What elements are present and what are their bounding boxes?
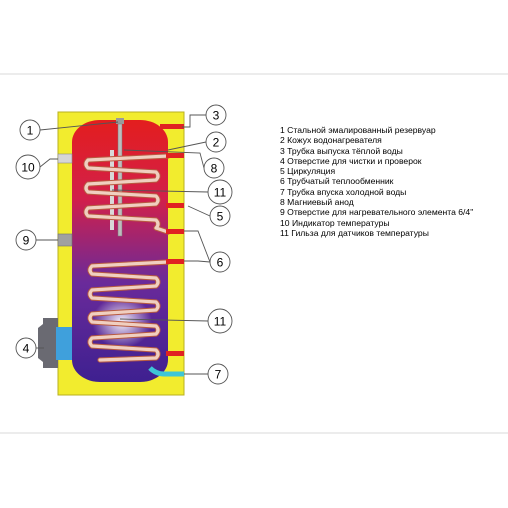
callout-6: 6 — [209, 251, 231, 273]
hot-water-pipe — [160, 124, 184, 129]
legend-item: 8 Магниевый анод — [280, 197, 354, 208]
heating-element-port — [57, 233, 73, 247]
legend-item: 4 Отверстие для чистки и проверок — [280, 155, 422, 166]
callout-9: 9 — [15, 229, 37, 251]
svg-text:11: 11 — [214, 315, 227, 329]
callout-11-upper: 11 — [207, 179, 233, 205]
callout-7: 7 — [207, 363, 229, 385]
cold-water-pipe — [148, 366, 184, 377]
coil-lower-outlet-pipe — [166, 351, 184, 356]
callout-8: 8 — [203, 157, 225, 179]
lower-heat-exchanger-coil — [87, 259, 171, 363]
svg-text:3: 3 — [213, 109, 220, 123]
svg-text:9: 9 — [23, 234, 30, 248]
svg-text:10: 10 — [21, 161, 35, 175]
coil-lower-inlet-pipe — [166, 259, 184, 264]
legend-item: 5 Циркуляция — [280, 166, 336, 177]
svg-text:11: 11 — [214, 186, 227, 200]
legend-item: 10 Индикатор температуры — [280, 217, 390, 228]
legend-item: 9 Отверстие для нагревательного элемента… — [280, 207, 474, 218]
svg-text:7: 7 — [215, 368, 222, 382]
callout-leaders — [36, 114, 211, 375]
inspection-flange — [56, 327, 72, 360]
svg-text:1: 1 — [27, 124, 34, 138]
svg-text:6: 6 — [217, 256, 224, 270]
legend-item: 1 Стальной эмалированный резервуар — [280, 125, 436, 135]
temperature-indicator — [57, 153, 73, 164]
upper-heat-exchanger-coil — [83, 153, 171, 235]
circulation-pipe — [166, 203, 184, 208]
callout-2: 2 — [205, 131, 227, 153]
callout-11-lower: 11 — [207, 308, 233, 334]
anode-cap — [116, 118, 124, 124]
coil-upper-outlet-pipe — [166, 229, 184, 234]
callout-3: 3 — [205, 104, 227, 126]
legend-item: 6 Трубчатый теплообменник — [280, 176, 394, 187]
legend-item: 7 Трубка впуска холодной воды — [280, 186, 407, 197]
callout-5: 5 — [209, 205, 231, 227]
svg-text:4: 4 — [23, 342, 30, 356]
legend-item: 2 Кожух водонагревателя — [280, 135, 382, 146]
svg-text:8: 8 — [211, 162, 218, 176]
callout-10: 10 — [15, 154, 41, 180]
callout-4: 4 — [15, 337, 37, 359]
inspection-hatch-cover — [38, 318, 58, 368]
legend-list: 1 Стальной эмалированный резервуар 2 Кож… — [280, 125, 502, 238]
legend-item: 3 Трубка выпуска тёплой воды — [280, 145, 403, 156]
legend-item: 11 Гильза для датчиков температуры — [280, 227, 429, 238]
coil-upper-inlet-pipe — [166, 153, 184, 158]
svg-text:5: 5 — [217, 210, 224, 224]
svg-text:2: 2 — [213, 136, 220, 150]
callout-1: 1 — [19, 119, 41, 141]
